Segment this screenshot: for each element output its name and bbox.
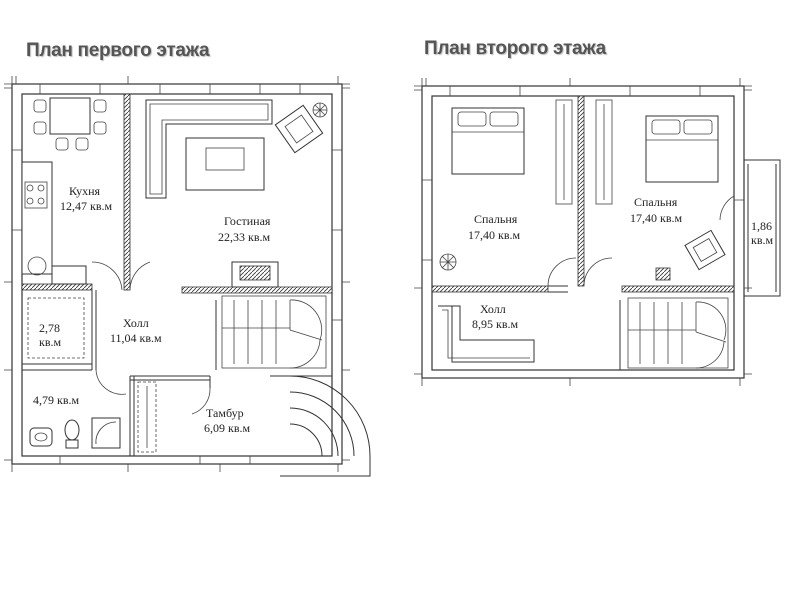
living-area: 22,33 кв.м [218,230,270,244]
upper-hall-label: Холл [480,302,506,316]
upper-closet [555,99,613,205]
hall-sofa [438,305,535,363]
kitchen-living-partition [123,93,131,291]
vestibule-closet [137,381,157,453]
balcony [743,159,781,297]
first-floor-log-ends [4,76,350,472]
bed-left [451,107,525,175]
vestibule-area: 6,09 кв.м [204,421,250,435]
first-floor-labels: Кухня 12,47 кв.м Гостиная 22,33 кв.м 2,7… [33,184,271,435]
storage-closet [27,297,85,359]
living-label: Гостиная [224,214,271,228]
bathroom-area: 4,79 кв.м [33,393,79,407]
fireplace [231,261,279,288]
second-floor-windows [422,86,744,261]
hall-area: 11,04 кв.м [110,331,162,345]
second-floor-door-swings [547,195,735,287]
second-floor-staircase [627,297,729,369]
plant-icon [439,253,457,271]
kitchen-counter [21,161,87,285]
bedroom-right-hall-partition [621,285,735,293]
living-armchair [274,104,324,154]
plant-icon [312,102,328,118]
living-hall-partition [181,286,333,294]
kitchen-hall-partition [21,283,93,291]
dining-table [33,97,107,151]
bedroom-left-hall-partition [431,285,549,293]
bedroom-left-label: Спальня [474,212,518,226]
bed-right [645,115,719,183]
upper-hall-area: 8,95 кв.м [472,317,518,331]
first-floor-staircase [221,295,327,369]
bathroom-fixtures [29,417,121,449]
balcony-area-value: 1,86 [751,219,772,233]
kitchen-label: Кухня [69,184,101,198]
bedroom-partition [577,95,585,287]
bedroom-right-area: 17,40 кв.м [630,211,682,225]
first-floor-plan: Кухня 12,47 кв.м Гостиная 22,33 кв.м 2,7… [4,76,371,477]
living-sofa [145,99,273,199]
porch-steps [280,375,371,477]
first-floor-inner-wall [21,93,333,457]
storage-area-value-unit: кв.м [39,335,61,349]
second-floor-plan: Спальня 17,40 кв.м Спальня 17,40 кв.м 1,… [414,78,781,386]
storage-area-value: 2,78 [39,321,60,335]
bedroom-armchair [684,229,726,271]
first-floor-title: План первого этажа [26,40,210,61]
balcony-area-value-unit: кв.м [751,233,773,247]
hall-label: Холл [123,316,149,330]
first-floor-door-swings [91,261,211,415]
vestibule-label: Тамбур [206,406,244,420]
kitchen-area: 12,47 кв.м [60,199,112,213]
first-floor-windows [12,84,342,464]
second-floor-labels: Спальня 17,40 кв.м Спальня 17,40 кв.м 1,… [468,195,773,331]
bedroom-nightstand [655,267,671,281]
second-floor-title: План второго этажа [424,38,606,59]
bedroom-left-area: 17,40 кв.м [468,228,520,242]
second-floor-log-ends [414,78,752,386]
bedroom-right-label: Спальня [634,195,678,209]
second-floor-internal-walls [548,285,621,370]
